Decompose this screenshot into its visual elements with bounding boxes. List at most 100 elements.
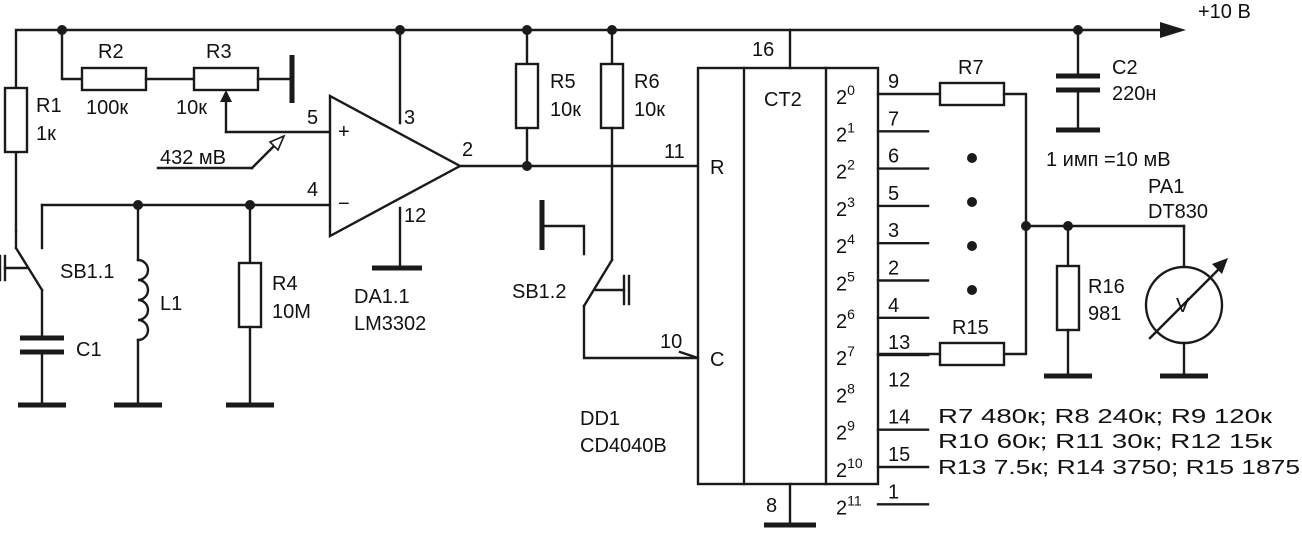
da1-part: LM3302 (354, 313, 426, 335)
output-bit-label: 24 (836, 231, 855, 258)
resistor-r1: R1 1к (3, 86, 62, 154)
resistor-r16: R16 981 (1044, 224, 1125, 379)
resistor-r15: R15 (876, 317, 1006, 367)
output-bit-exponent: 2 (847, 157, 855, 173)
output-bit-base: 2 (836, 236, 847, 258)
output-bit-exponent: 9 (847, 418, 855, 434)
da1-minus-sign: − (338, 193, 350, 215)
ref-voltage-label: 432 мВ (160, 147, 226, 169)
output-bit-base: 2 (836, 274, 847, 296)
r4-value: 10М (272, 301, 311, 323)
meter-arrow-icon (1212, 258, 1228, 274)
resistor-r2: R2 100к (60, 28, 196, 119)
output-pin-number: 13 (888, 332, 910, 354)
switch-sb1-2: SB1.2 (512, 200, 700, 360)
pa1-symbol: V (1176, 295, 1190, 317)
da1-pin-vcc: 3 (404, 107, 415, 129)
l1-ref: L1 (160, 293, 182, 315)
output-pin-number: 15 (888, 444, 910, 466)
r1-ref: R1 (36, 95, 62, 117)
resistor-table: R7 480к; R8 240к; R9 120к R10 60к; R11 3… (938, 406, 1300, 479)
dd1-pin-vcc: 16 (752, 39, 774, 61)
output-bit-exponent: 0 (847, 82, 855, 98)
pointer-arrow-icon (268, 134, 286, 152)
dd1-pin-r-label: R (710, 157, 724, 179)
output-bit-base: 2 (836, 348, 847, 370)
r15-ref: R15 (952, 317, 989, 339)
da1-pin-plus: 5 (307, 107, 318, 129)
output-bit-exponent: 3 (847, 194, 855, 210)
output-pin-number: 4 (888, 295, 899, 317)
output-bit-label: 22 (836, 157, 855, 184)
dd1-ref: DD1 (580, 408, 620, 430)
supply-arrow-icon (1160, 22, 1186, 38)
output-bit-label: 27 (836, 343, 855, 370)
output-bit-exponent: 6 (847, 306, 855, 322)
output-bit-base: 2 (836, 87, 847, 109)
c2-ref: C2 (1112, 57, 1138, 79)
output-pin-number: 12 (888, 369, 910, 391)
r5-ref: R5 (550, 71, 576, 93)
junction-dot (522, 161, 532, 171)
r7-ref: R7 (958, 57, 984, 79)
supply-rail: +10 В (14, 1, 1251, 233)
inductor-l1: L1 (114, 200, 182, 408)
resistor-table-line: R13 7.5к; R14 3750; R15 1875 (938, 457, 1300, 479)
output-bit-base: 2 (836, 311, 847, 333)
output-bit-label: 210 (836, 455, 863, 482)
supply-label: +10 В (1198, 1, 1251, 23)
output-bit-exponent: 10 (847, 455, 863, 471)
output-pin-number: 6 (888, 146, 899, 168)
wiper-arrow-icon (220, 90, 232, 102)
output-bit-label: 26 (836, 306, 855, 333)
output-bit-base: 2 (836, 423, 847, 445)
output-bit-label: 20 (836, 82, 855, 109)
output-bit-exponent: 11 (847, 492, 862, 508)
ellipsis-dot (967, 153, 977, 163)
output-bit-base: 2 (836, 124, 847, 146)
output-pin-number: 9 (888, 71, 899, 93)
r3-ref: R3 (206, 41, 232, 63)
da1-pin-minus: 4 (307, 179, 318, 201)
r6-ref: R6 (634, 71, 660, 93)
r6-value: 10к (634, 99, 665, 121)
ref-voltage-annotation: 432 мВ (156, 134, 286, 170)
r16-ref: R16 (1088, 276, 1125, 298)
dd1-part: CD4040B (580, 435, 667, 457)
output-bit-label: 29 (836, 418, 855, 445)
output-pin-number: 2 (888, 258, 899, 280)
output-bit-label: 23 (836, 194, 855, 221)
output-bit-exponent: 7 (847, 343, 855, 359)
pa1-ref: PA1 (1148, 176, 1184, 198)
da1-pin-out: 2 (462, 139, 473, 161)
output-bit-exponent: 5 (847, 269, 855, 285)
sb1-1-ref: SB1.1 (60, 261, 114, 283)
output-bit-label: 28 (836, 380, 855, 407)
output-bit-exponent: 1 (847, 119, 855, 135)
capacitor-c2: C2 220н (1056, 28, 1156, 133)
resistor-r4: R4 10М (226, 200, 311, 408)
output-pin-number: 1 (888, 481, 899, 503)
r2-ref: R2 (98, 41, 124, 63)
switch-sb1-1: SB1.1 (0, 203, 347, 338)
da1-ref: DA1.1 (354, 286, 410, 308)
sb1-2-ref: SB1.2 (512, 281, 566, 303)
da1-plus-sign: + (338, 121, 350, 143)
output-pin-number: 7 (888, 108, 899, 130)
capacitor-c1: C1 (18, 335, 102, 408)
resistor-r5: R5 10к (514, 28, 581, 171)
output-bit-label: 25 (836, 269, 855, 296)
output-bit-base: 2 (836, 460, 847, 482)
r1-value: 1к (36, 123, 56, 145)
output-pin-number: 14 (888, 407, 910, 429)
dd1-pin-c: 10 (660, 331, 682, 353)
r16-value: 981 (1088, 303, 1121, 325)
scale-note: 1 имп =10 мВ (1046, 149, 1171, 171)
output-bit-label: 211 (836, 492, 862, 519)
pa1-part: DT830 (1148, 201, 1208, 223)
da1-pin-gnd: 12 (404, 205, 426, 227)
r5-value: 10к (550, 99, 581, 121)
output-bit-base: 2 (836, 199, 847, 221)
r4-ref: R4 (272, 273, 298, 295)
